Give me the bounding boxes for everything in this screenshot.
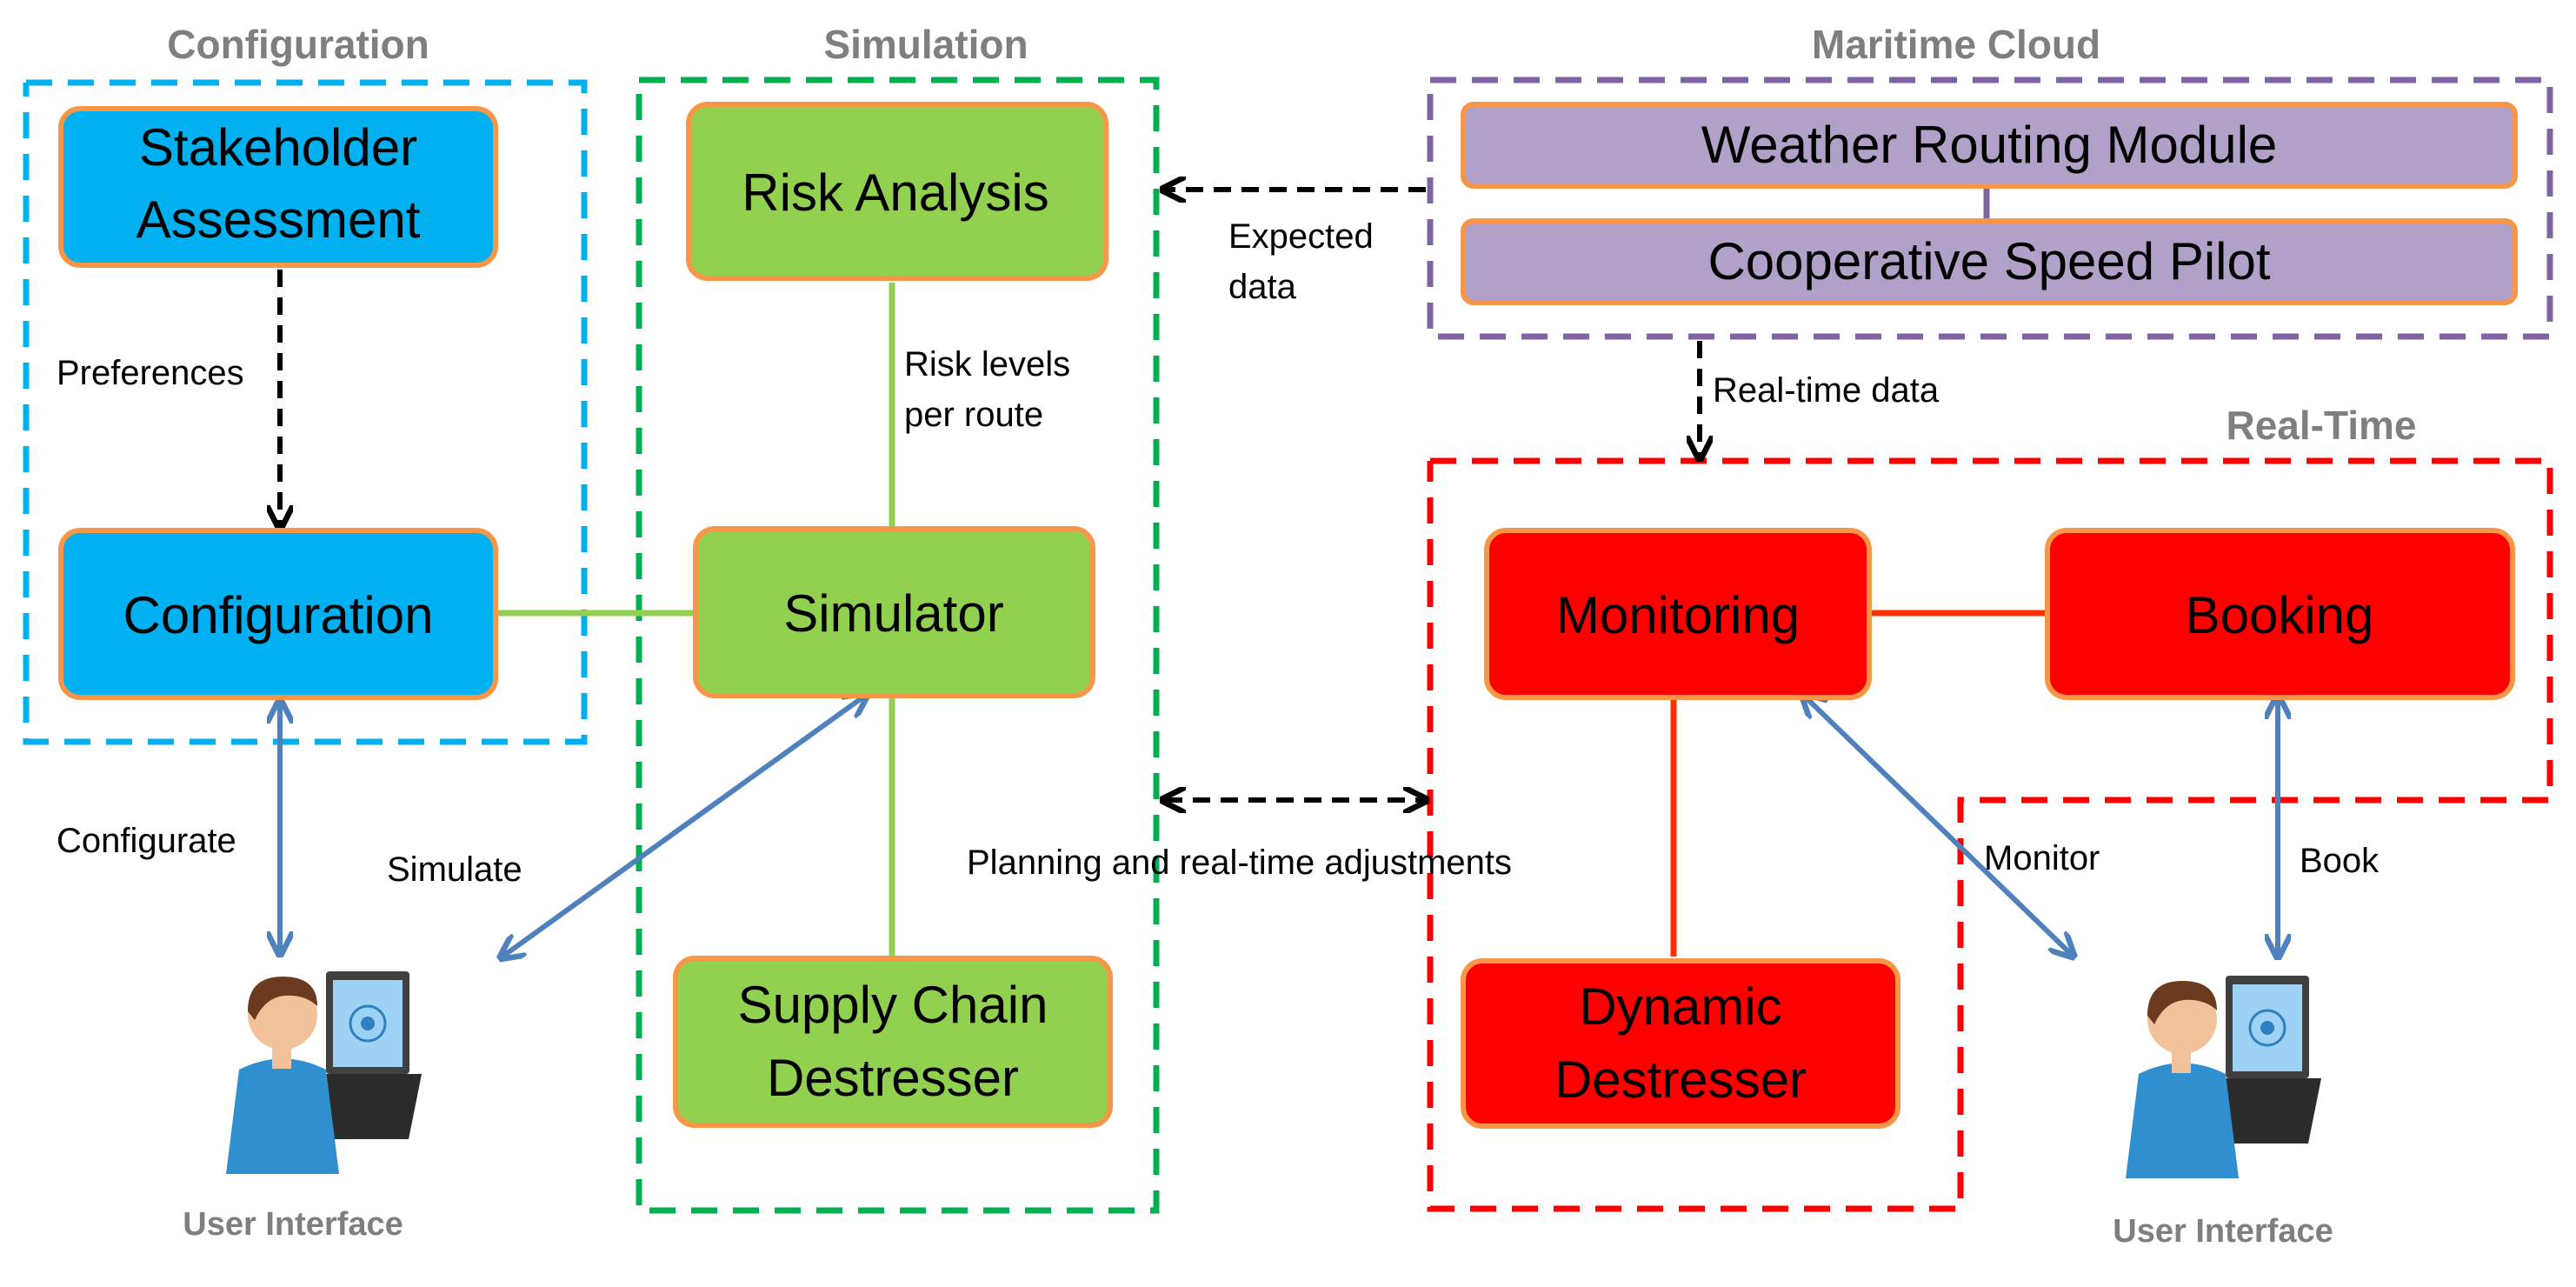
node-simulator: Simulator <box>693 526 1095 698</box>
node-monitoring: Monitoring <box>1484 528 1872 700</box>
edge-label-planning: Planning and real-time adjustments <box>967 844 1512 882</box>
user-interface-label: User Interface <box>183 1206 403 1243</box>
node-booking: Booking <box>2045 528 2515 700</box>
node-weather-routing-module: Weather Routing Module <box>1461 102 2518 189</box>
edge-label-risk-levels-line-2: per route <box>904 396 1043 434</box>
edge-label-book: Book <box>2300 842 2380 880</box>
edge-label-risk-levels-line-1: Risk levels <box>904 345 1070 383</box>
group-simulation: Simulation <box>636 22 1160 1214</box>
node-configuration: Configuration <box>58 528 498 700</box>
user-interface-left: User Interface <box>183 971 422 1243</box>
node-label-line-1: Dynamic <box>1579 977 1781 1036</box>
node-label-line-1: Stakeholder <box>139 118 417 177</box>
group-title-real-time: Real-Time <box>2226 403 2416 448</box>
group-maritime-cloud: Maritime Cloud <box>1427 22 2553 340</box>
group-title-simulation: Simulation <box>823 22 1028 67</box>
user-computer-icon <box>2126 976 2321 1178</box>
node-label: Weather Routing Module <box>1701 116 2278 174</box>
arrow-simulate <box>503 696 865 957</box>
node-label-line-2: Destresser <box>1554 1050 1807 1109</box>
node-label: Booking <box>2186 586 2374 644</box>
user-interface-label: User Interface <box>2113 1213 2333 1250</box>
node-dynamic-destresser: Dynamic Destresser <box>1461 958 1900 1129</box>
edge-label-expected-data-line-1: Expected <box>1228 217 1374 256</box>
edge-label-monitor: Monitor <box>1984 839 2100 877</box>
node-label-line-2: Assessment <box>136 190 421 249</box>
group-title-configuration: Configuration <box>167 22 429 67</box>
user-interface-right: User Interface <box>2113 976 2333 1250</box>
node-stakeholder-assessment: Stakeholder Assessment <box>58 106 498 268</box>
node-cooperative-speed-pilot: Cooperative Speed Pilot <box>1461 218 2518 305</box>
node-supply-chain-destresser: Supply Chain Destresser <box>673 956 1113 1128</box>
node-label: Configuration <box>123 586 434 644</box>
arrow-monitor <box>1804 696 2072 955</box>
edge-label-preferences: Preferences <box>57 354 244 392</box>
node-label: Risk Analysis <box>742 163 1048 222</box>
edge-label-simulate: Simulate <box>387 850 523 889</box>
user-computer-icon <box>226 971 422 1174</box>
edge-label-expected-data-line-2: data <box>1228 268 1297 306</box>
node-label-line-2: Destresser <box>767 1049 1019 1107</box>
node-label: Cooperative Speed Pilot <box>1707 232 2270 290</box>
node-risk-analysis: Risk Analysis <box>686 102 1108 281</box>
node-label: Monitoring <box>1556 586 1800 644</box>
node-label-line-1: Supply Chain <box>738 976 1048 1034</box>
group-title-maritime-cloud: Maritime Cloud <box>1812 22 2100 67</box>
edge-label-configurate: Configurate <box>57 822 236 860</box>
node-label: Simulator <box>783 584 1003 643</box>
edge-label-real-time-data: Real-time data <box>1713 371 1940 410</box>
